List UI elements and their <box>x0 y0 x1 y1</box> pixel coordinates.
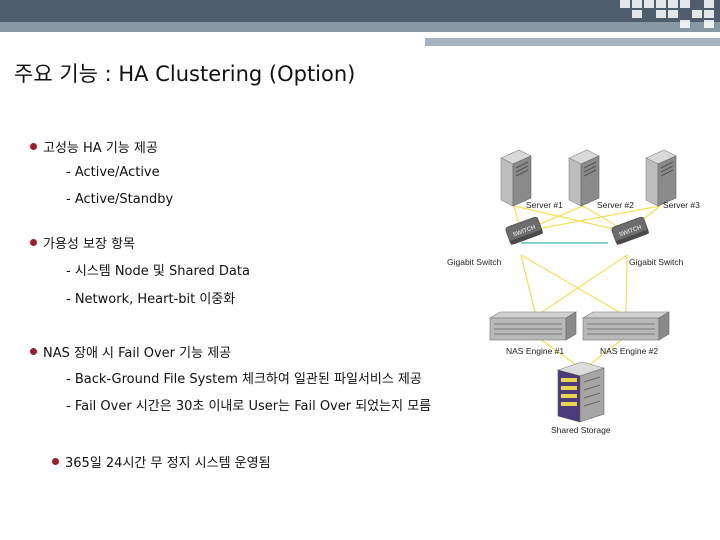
switch-1-icon: SWITCH <box>505 216 543 245</box>
nas-engine-2-label: NAS Engine #2 <box>600 346 658 356</box>
server-1-label: Server #1 <box>526 200 563 210</box>
link-switch2-nas2 <box>626 255 627 316</box>
switch-1-label: Gigabit Switch <box>447 257 501 267</box>
server-2-icon <box>569 150 599 206</box>
link-switch2-nas1 <box>536 255 627 316</box>
shared-storage-icon <box>558 362 604 422</box>
shared-storage-label: Shared Storage <box>551 425 611 435</box>
nas-engine-1-icon <box>490 312 576 340</box>
server-1-icon <box>501 150 531 206</box>
switch-2-icon: SWITCH <box>611 216 649 245</box>
switch-2-label: Gigabit Switch <box>629 257 683 267</box>
link-switch1-nas1 <box>521 255 536 316</box>
link-switch1-nas2 <box>521 255 626 316</box>
server-3-icon <box>646 150 676 206</box>
server-2-label: Server #2 <box>597 200 634 210</box>
server-3-label: Server #3 <box>663 200 700 210</box>
nas-engine-2-icon <box>583 312 669 340</box>
nas-engine-1-label: NAS Engine #1 <box>506 346 564 356</box>
